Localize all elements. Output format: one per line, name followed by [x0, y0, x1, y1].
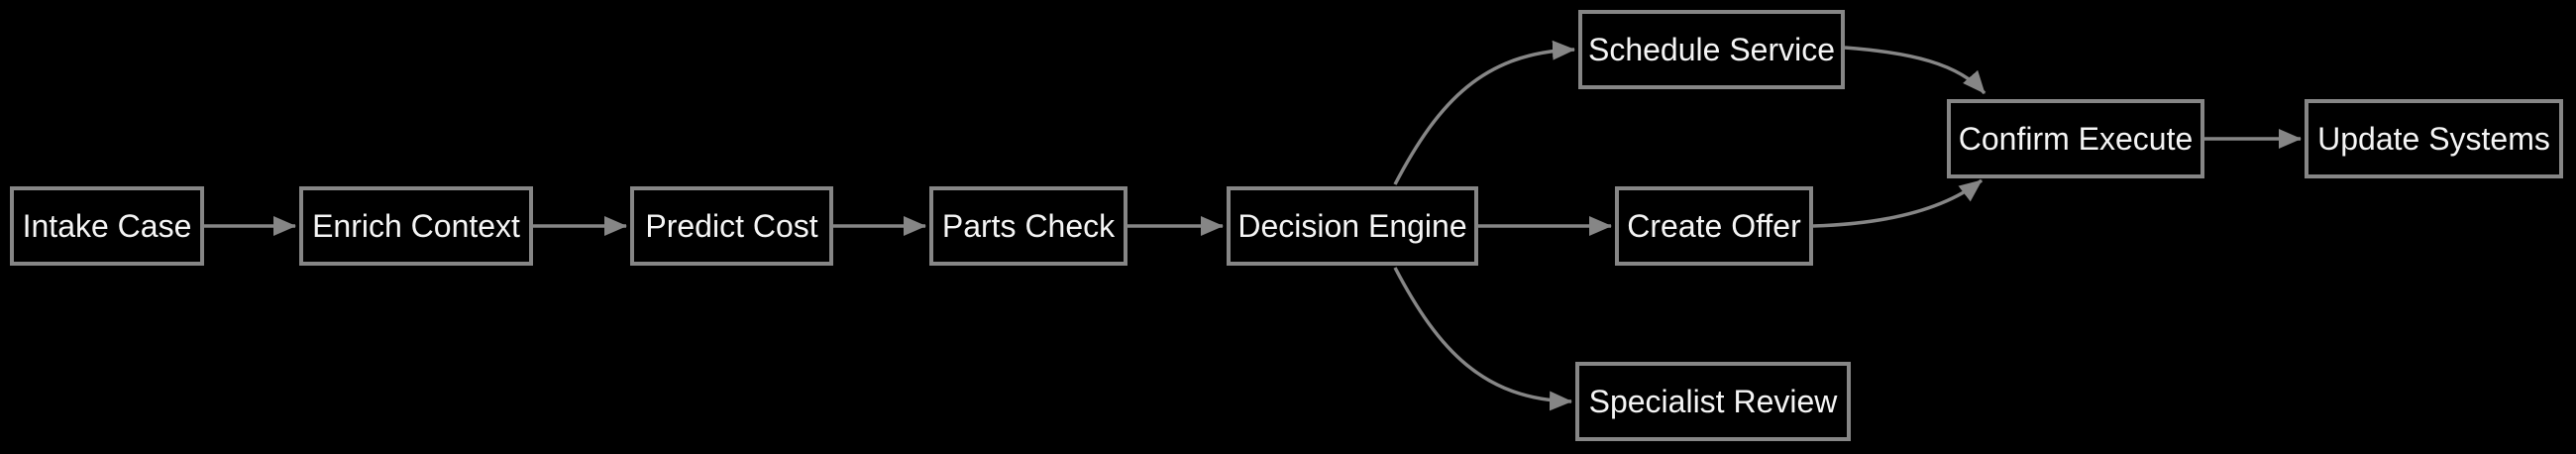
- edge-offer-to-confirm: [1812, 178, 1984, 228]
- node-decision-engine: Decision Engine: [1227, 186, 1478, 266]
- node-specialist-review-label: Specialist Review: [1588, 384, 1838, 419]
- node-enrich-context: Enrich Context: [299, 186, 533, 266]
- node-create-offer: Create Offer: [1615, 186, 1813, 266]
- node-confirm-execute: Confirm Execute: [1947, 99, 2204, 178]
- node-parts-check: Parts Check: [929, 186, 1127, 266]
- edge-decision-to-review: [1393, 267, 1572, 411]
- edge-schedule-to-confirm: [1844, 46, 1986, 95]
- node-schedule-service: Schedule Service: [1578, 10, 1845, 89]
- node-create-offer-label: Create Offer: [1627, 208, 1801, 244]
- node-intake-case: Intake Case: [10, 186, 204, 266]
- node-confirm-execute-label: Confirm Execute: [1958, 121, 2194, 157]
- node-update-systems-label: Update Systems: [2317, 121, 2550, 157]
- node-decision-engine-label: Decision Engine: [1237, 208, 1467, 244]
- node-enrich-context-label: Enrich Context: [312, 208, 520, 244]
- node-update-systems: Update Systems: [2305, 99, 2563, 178]
- node-predict-cost-label: Predict Cost: [645, 208, 818, 244]
- node-intake-case-label: Intake Case: [22, 208, 192, 244]
- edge-decision-to-schedule: [1393, 40, 1575, 185]
- node-parts-check-label: Parts Check: [941, 208, 1116, 244]
- node-specialist-review: Specialist Review: [1575, 362, 1851, 441]
- node-schedule-service-label: Schedule Service: [1587, 32, 1836, 67]
- node-predict-cost: Predict Cost: [630, 186, 833, 266]
